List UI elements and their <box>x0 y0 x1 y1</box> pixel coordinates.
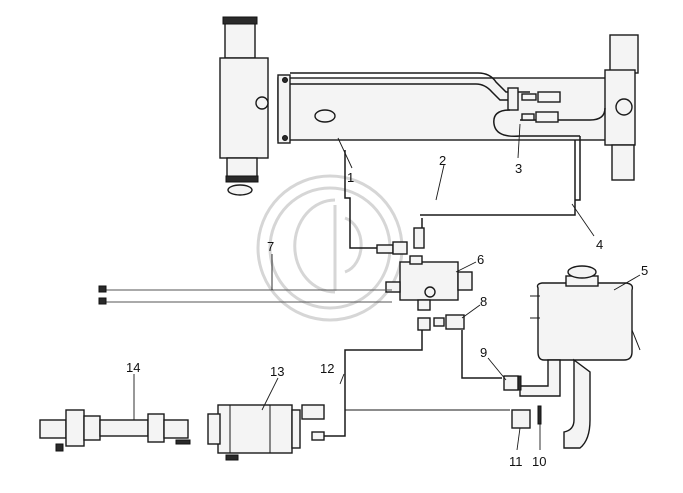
part-3-fittings <box>493 87 580 137</box>
callout-9: 9 <box>480 345 487 360</box>
callout-10: 10 <box>532 454 546 469</box>
part-13-pump <box>207 404 301 461</box>
part-10-clamp <box>537 405 542 425</box>
callout-labels: 1 2 3 4 5 6 7 8 9 10 11 12 13 14 <box>126 153 648 469</box>
part-4-pipe <box>575 136 581 201</box>
callout-11: 11 <box>509 454 523 469</box>
part-5-oil-tank <box>519 265 641 449</box>
part-14-cardan-shaft <box>39 409 191 452</box>
callout-1: 1 <box>347 170 354 185</box>
part-9-hose-clamp <box>503 375 522 391</box>
part-1-axle-cylinder <box>219 16 639 196</box>
callout-4: 4 <box>596 237 603 252</box>
callout-14: 14 <box>126 360 140 375</box>
part-11-bushing <box>511 409 531 429</box>
callout-12: 12 <box>320 361 334 376</box>
part-8-fitting <box>433 314 502 379</box>
callout-8: 8 <box>480 294 487 309</box>
callout-3: 3 <box>515 161 522 176</box>
leader-lines <box>133 123 641 451</box>
callout-7: 7 <box>267 239 274 254</box>
callout-13: 13 <box>270 364 284 379</box>
callout-2: 2 <box>439 153 446 168</box>
part-2-pipe <box>344 140 576 255</box>
callout-6: 6 <box>477 252 484 267</box>
part-6-valve <box>385 255 473 331</box>
part-12-pipe <box>301 330 510 441</box>
part-7-rods <box>98 285 392 305</box>
callout-5: 5 <box>641 263 648 278</box>
